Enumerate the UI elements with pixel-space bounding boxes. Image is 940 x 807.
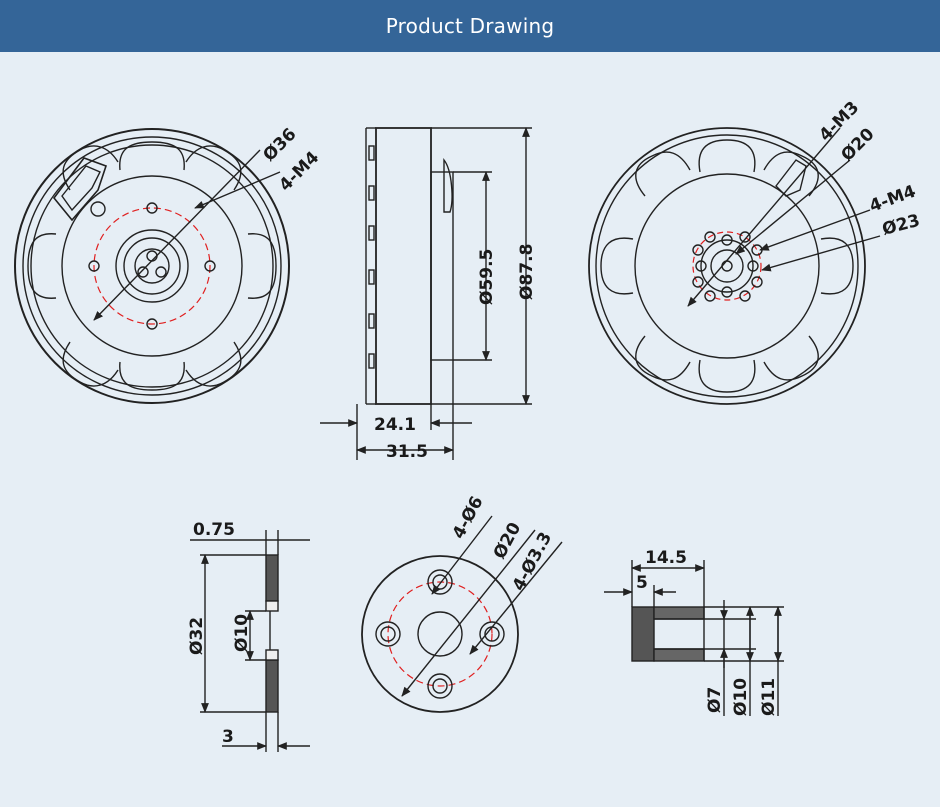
shaft-dia-11-label: Ø11 — [759, 678, 779, 716]
drawing-svg: Ø36 4-M4 Ø59.5 Ø87.8 24.1 31.5 — [14, 98, 922, 752]
washer-thick-0-75-label: 0.75 — [193, 520, 235, 540]
rear-spokes — [600, 139, 854, 393]
adapter-holes-6-label: 4-Ø6 — [449, 493, 488, 542]
shaft-len-5-label: 5 — [636, 573, 648, 593]
side-len-31-5-label: 31.5 — [386, 442, 428, 462]
washer-dia-10-label: Ø10 — [232, 614, 252, 652]
header-bar: Product Drawing — [0, 0, 940, 52]
shaft-len-14-5-label: 14.5 — [645, 548, 687, 568]
side-dia-59-5-label: Ø59.5 — [477, 249, 497, 305]
rear-view — [588, 127, 881, 405]
front-dia-36-label: Ø36 — [259, 124, 300, 165]
adapter-dia-20-label: Ø20 — [490, 519, 526, 562]
rear-dia-23-label: Ø23 — [880, 211, 922, 240]
side-len-24-1-label: 24.1 — [374, 415, 416, 435]
washer-len-3-label: 3 — [222, 727, 234, 747]
shaft-view — [604, 560, 784, 716]
washer-dia-32-label: Ø32 — [187, 617, 207, 655]
shaft-dia-7-label: Ø7 — [705, 687, 725, 713]
side-slots — [368, 145, 375, 369]
adapter-view — [361, 515, 563, 713]
shaft-dia-10-label: Ø10 — [731, 678, 751, 716]
washer-view — [190, 530, 310, 752]
front-spokes — [27, 141, 277, 391]
side-dia-87-8-label: Ø87.8 — [517, 244, 537, 300]
page-title: Product Drawing — [385, 14, 555, 38]
drawing-canvas: Ø36 4-M4 Ø59.5 Ø87.8 24.1 31.5 — [0, 52, 940, 802]
side-view — [320, 127, 532, 460]
front-view — [14, 128, 290, 404]
